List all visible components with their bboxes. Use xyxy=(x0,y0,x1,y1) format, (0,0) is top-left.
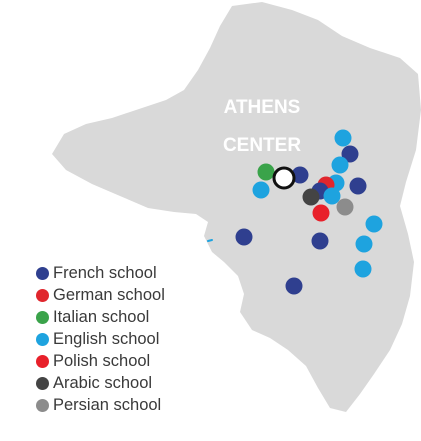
persian-legend-dot-icon xyxy=(36,398,49,412)
italian-legend-dot-icon xyxy=(36,310,49,324)
english-school-marker[interactable] xyxy=(252,181,270,199)
legend-item-german: German school xyxy=(36,284,236,306)
legend-item-french: French school xyxy=(36,262,236,284)
french-school-marker[interactable] xyxy=(235,228,253,246)
legend-item-italian: Italian school xyxy=(36,306,236,328)
legend-label: English school xyxy=(53,329,160,348)
school-markers xyxy=(235,129,383,295)
english-school-marker[interactable] xyxy=(365,215,383,233)
athens-center-label-line2: CENTER xyxy=(223,135,301,156)
french-school-marker[interactable] xyxy=(291,166,309,184)
legend-item-polish: Polish school xyxy=(36,350,236,372)
legend-item-persian: Persian school xyxy=(36,394,236,416)
legend-item-arabic: Arabic school xyxy=(36,372,236,394)
polish-legend-dot-icon xyxy=(36,354,49,368)
athens-center-label-line1: ATHENS xyxy=(224,97,301,118)
arabic-school-marker[interactable] xyxy=(302,188,320,206)
attica-land xyxy=(52,2,421,412)
small-mark xyxy=(207,239,213,242)
italian-school-marker[interactable] xyxy=(257,163,275,181)
english-legend-dot-icon xyxy=(36,332,49,346)
english-school-marker[interactable] xyxy=(355,235,373,253)
persian-school-marker[interactable] xyxy=(336,198,354,216)
french-school-marker[interactable] xyxy=(311,232,329,250)
french-legend-dot-icon xyxy=(36,266,49,280)
legend-label: Arabic school xyxy=(53,373,153,392)
arabic-legend-dot-icon xyxy=(36,376,49,390)
english-school-marker[interactable] xyxy=(354,260,372,278)
french-school-marker[interactable] xyxy=(285,277,303,295)
legend-label: French school xyxy=(53,263,157,282)
legend-label: Polish school xyxy=(53,351,151,370)
polish-school-marker[interactable] xyxy=(312,204,330,222)
legend-label: Italian school xyxy=(53,307,150,326)
athens-center-marker[interactable] xyxy=(272,166,296,190)
english-school-marker[interactable] xyxy=(334,129,352,147)
french-school-marker[interactable] xyxy=(349,177,367,195)
legend-label: Persian school xyxy=(53,395,162,414)
english-school-marker[interactable] xyxy=(331,156,349,174)
french-school-marker[interactable] xyxy=(341,145,359,163)
legend-label: German school xyxy=(53,285,165,304)
legend-item-english: English school xyxy=(36,328,236,350)
german-legend-dot-icon xyxy=(36,288,49,302)
english-school-marker[interactable] xyxy=(323,187,341,205)
